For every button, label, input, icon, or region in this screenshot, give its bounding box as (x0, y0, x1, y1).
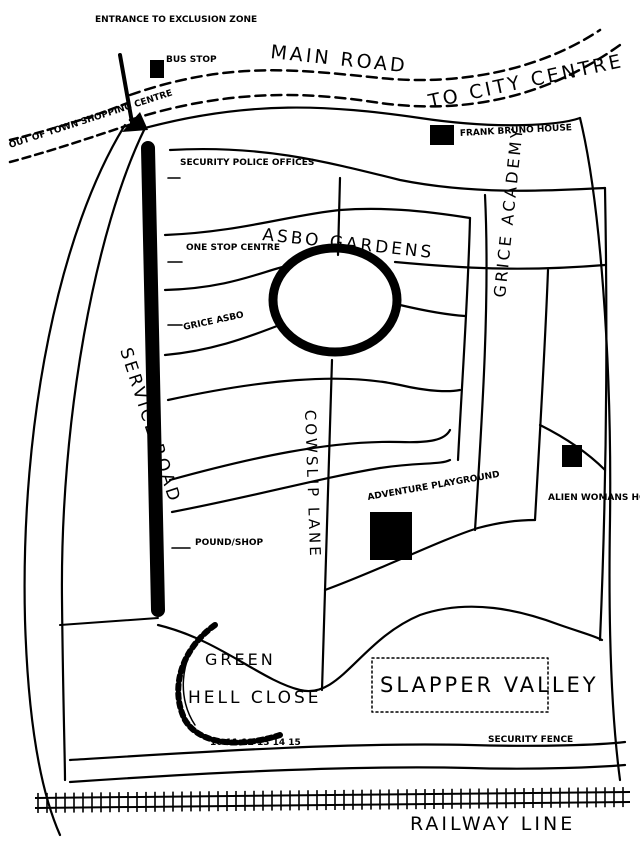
label-entrance: ENTRANCE TO EXCLUSION ZONE (95, 15, 257, 25)
bus-stop-marker (150, 60, 164, 78)
main-road-top-edge (128, 28, 602, 97)
label-main-road: MAIN ROAD (269, 41, 408, 77)
label-railway-line: RAILWAY LINE (410, 813, 575, 835)
alien-womans-house-block (562, 445, 582, 467)
label-pound-shop: POUND/SHOP (195, 538, 264, 548)
outer-road-left-inner (60, 126, 147, 782)
out-of-town-road-bottom (8, 122, 134, 164)
lane-a (336, 176, 342, 257)
railway-sleepers (37, 787, 624, 813)
railway-rail-bottom (34, 801, 631, 809)
estate-bottom-road-top (68, 740, 627, 762)
label-hell-close: HELL CLOSE (188, 688, 322, 708)
outer-road-right (578, 116, 622, 782)
estate-bottom-road-bottom (68, 763, 627, 784)
asbo-gardens-ring (268, 243, 402, 357)
estate-left-plot-line (59, 617, 159, 626)
lower-loop-road-top (323, 518, 537, 592)
street-2 (163, 263, 292, 292)
out-of-town-road-top (8, 100, 132, 142)
label-grice-asbo: GRICE ASBO (183, 310, 246, 333)
entrance-arrow-shaft (118, 53, 135, 130)
cowslip-lane-left (320, 358, 334, 692)
label-house-numbers: 10 11 12 13 14 15 (210, 738, 301, 748)
slapper-valley-fence (371, 657, 549, 713)
label-grice-academy: GRICE ACADEMY (490, 125, 527, 298)
label-asbo-gardens: ASBO GARDENS (261, 225, 435, 263)
entrance-arrow-head (122, 112, 148, 132)
label-cowslip-lane: COWSLIP LANE (301, 410, 324, 559)
street-3b (398, 303, 467, 318)
label-bus-stop: BUS STOP (166, 55, 217, 65)
adventure-playground-block (370, 512, 412, 560)
service-road-bar (141, 141, 165, 617)
street-5 (168, 428, 452, 482)
lower-loop-road-bottom (156, 605, 604, 693)
label-one-stop: ONE STOP CENTRE (186, 243, 280, 253)
street-2b (393, 260, 607, 270)
railway-rail-top (34, 791, 631, 799)
label-slapper-valley: SLAPPER VALLEY (380, 673, 599, 697)
label-security-fence: SECURITY FENCE (488, 735, 573, 745)
label-alien-womans-house: ALIEN WOMANS HOUSE (548, 493, 640, 503)
lane-b (456, 216, 472, 462)
label-adventure-playground: ADVENTURE PLAYGROUND (367, 470, 501, 503)
street-6 (170, 458, 452, 514)
outer-road-left (23, 123, 127, 837)
street-4 (166, 377, 462, 402)
label-to-city-centre: TO CITY CENTRE (425, 50, 625, 113)
hell-close-inner (182, 629, 206, 726)
label-entrance-text: ENTRANCE TO EXCLUSION ZONE (95, 15, 257, 25)
outer-road-top (143, 106, 582, 130)
frank-bruno-house-block (430, 125, 454, 145)
grice-academy-right (533, 268, 550, 522)
estate-top-boundary (168, 147, 607, 192)
hell-close-crescent (175, 622, 283, 746)
label-green: GREEN (205, 650, 276, 669)
street-3 (163, 323, 282, 357)
estate-right-boundary (598, 186, 608, 642)
grice-academy-left (473, 193, 488, 532)
label-security-police: SECURITY POLICE OFFICES (180, 158, 314, 168)
